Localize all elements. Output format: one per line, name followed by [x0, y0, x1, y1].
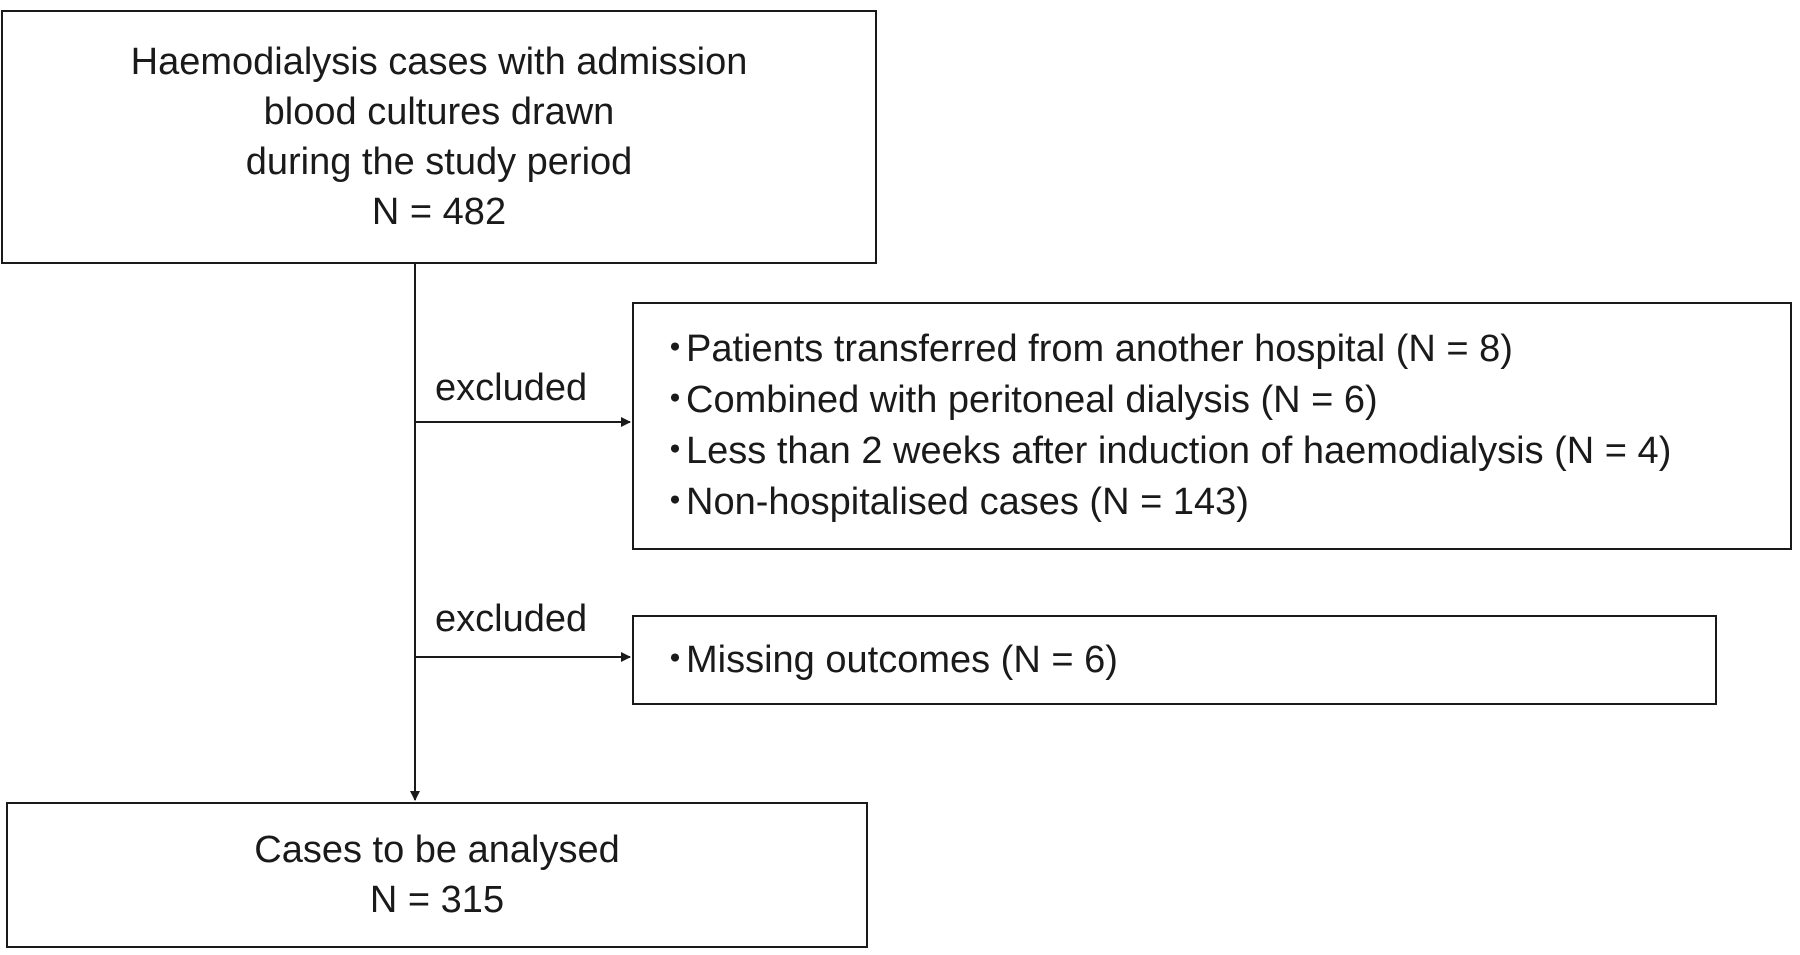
exclusion-item: ・Missing outcomes (N = 6): [656, 635, 1715, 686]
exclusion-criteria-box: ・Patients transferred from another hospi…: [632, 302, 1792, 550]
study-population-count: N = 482: [371, 191, 507, 233]
excluded-label: excluded: [435, 367, 588, 409]
exclusion-item: ・Combined with peritoneal dialysis (N = …: [656, 375, 1790, 426]
exclusion-item: ・Less than 2 weeks after induction of ha…: [656, 426, 1790, 477]
exclusion-item-text: Patients transferred from another hospit…: [686, 328, 1513, 370]
exclusion-item-text: Missing outcomes (N = 6): [686, 638, 1118, 681]
exclusion-item: ・Non-hospitalised cases (N = 143): [656, 477, 1790, 528]
exclusion-item-text: Non-hospitalised cases (N = 143): [686, 481, 1249, 523]
missing-outcomes-box: ・Missing outcomes (N = 6): [632, 615, 1717, 705]
analysed-cases-label: Cases to be analysed: [254, 829, 620, 871]
bullet-icon: ・: [656, 328, 695, 370]
bullet-icon: ・: [656, 638, 695, 681]
exclusion-item-text: Combined with peritoneal dialysis (N = 6…: [686, 379, 1378, 421]
exclusion-item-text: Less than 2 weeks after induction of hae…: [686, 430, 1672, 472]
study-population-line: blood cultures drawn: [263, 91, 615, 133]
bullet-icon: ・: [656, 430, 695, 472]
excluded-label: excluded: [435, 598, 588, 640]
study-population-line: during the study period: [245, 141, 633, 183]
exclusion-item: ・Patients transferred from another hospi…: [656, 324, 1790, 375]
analysed-cases-count: N = 315: [369, 879, 505, 921]
bullet-icon: ・: [656, 379, 695, 421]
bullet-icon: ・: [656, 481, 695, 523]
study-population-line: Haemodialysis cases with admission: [130, 41, 748, 83]
study-population-box: Haemodialysis cases with admission blood…: [1, 10, 877, 264]
analysed-cases-box: Cases to be analysed N = 315: [6, 802, 868, 948]
